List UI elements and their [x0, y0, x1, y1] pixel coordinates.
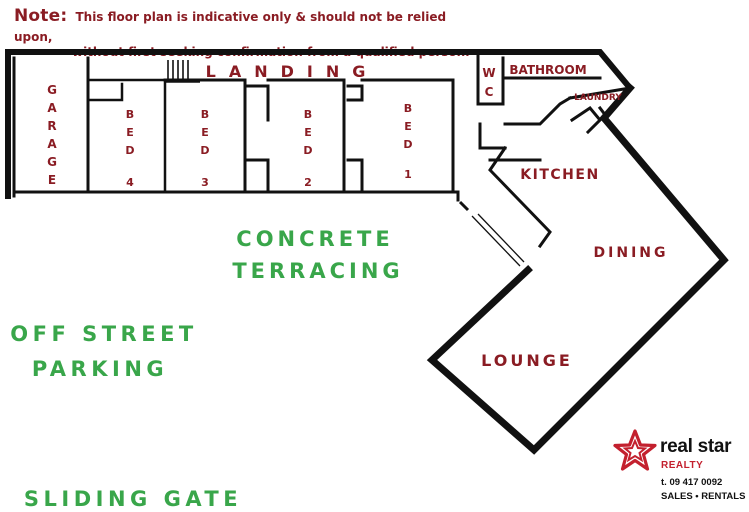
- real-star-logo: real star REALTY t. 09 417 0092 SALES • …: [612, 428, 749, 508]
- wc-letter-1: W: [482, 66, 495, 80]
- bed3-number: 3: [201, 176, 209, 189]
- wc-letter-2: C: [485, 85, 494, 99]
- wall-bed2: [266, 78, 364, 194]
- logo-wordmark: real star: [660, 436, 732, 457]
- bed2-label: B E D 2: [303, 108, 312, 189]
- bed4-letter-3: D: [125, 144, 134, 157]
- bed1-letter-3: D: [403, 138, 412, 151]
- wall-bed3: [163, 78, 270, 194]
- bed2-letter-2: E: [304, 126, 312, 139]
- garage-letter-6: E: [48, 173, 56, 187]
- parking-label: PARKING: [32, 357, 168, 381]
- bed1-letter-2: E: [404, 120, 412, 133]
- off-street-label: OFF STREET: [10, 322, 198, 346]
- laundry-label: LAUNDRY: [574, 93, 622, 103]
- bed4-label: B E D 4: [125, 108, 134, 189]
- lounge-label: LOUNGE: [481, 351, 573, 370]
- bed3-label: B E D 3: [200, 108, 209, 189]
- garage-letter-3: R: [47, 119, 56, 133]
- bed4-letter-2: E: [126, 126, 134, 139]
- concrete-label: CONCRETE: [236, 227, 393, 251]
- garage-label: G A R A G E: [47, 83, 57, 187]
- wall-lower-wing: [426, 83, 729, 455]
- bed3-letter-3: D: [200, 144, 209, 157]
- bed3-letter-1: B: [201, 108, 209, 121]
- terracing-label: TERRACING: [232, 259, 403, 283]
- sliding-door: [458, 200, 525, 267]
- star-icon: [613, 429, 657, 471]
- garage-letter-1: G: [47, 83, 57, 97]
- sliding-gate-label: SLIDING GATE: [24, 487, 242, 511]
- bed3-letter-2: E: [201, 126, 209, 139]
- dining-label: DINING: [594, 245, 669, 261]
- logo-tagline: SALES • RENTALS: [661, 491, 746, 502]
- bed2-number: 2: [304, 176, 312, 189]
- garage-letter-4: A: [47, 137, 57, 151]
- stairs: [165, 60, 200, 83]
- garage-letter-5: G: [47, 155, 57, 169]
- garage-letter-2: A: [47, 101, 57, 115]
- wall-bed1: [360, 78, 455, 194]
- bed4-number: 4: [126, 176, 134, 189]
- bed4-letter-1: B: [126, 108, 134, 121]
- logo-subtitle: REALTY: [661, 460, 704, 471]
- landing-label: LANDING: [206, 62, 379, 81]
- wall-top-wing: [5, 49, 635, 199]
- bathroom-label: BATHROOM: [509, 63, 586, 77]
- bed1-number: 1: [404, 168, 412, 181]
- bed1-label: B E D 1: [403, 102, 412, 181]
- wall-kitchen: [478, 95, 573, 249]
- wc-label: W C: [482, 66, 495, 99]
- kitchen-label: KITCHEN: [520, 167, 599, 183]
- wall-wc: [476, 54, 602, 106]
- wall-top-bottom: [12, 56, 460, 202]
- bed1-letter-1: B: [404, 102, 412, 115]
- note-line-1: This floor plan is indicative only & sho…: [14, 10, 447, 44]
- bed2-letter-3: D: [303, 144, 312, 157]
- bed2-letter-1: B: [304, 108, 312, 121]
- logo-phone: t. 09 417 0092: [661, 477, 723, 488]
- note-label: Note:: [14, 6, 68, 26]
